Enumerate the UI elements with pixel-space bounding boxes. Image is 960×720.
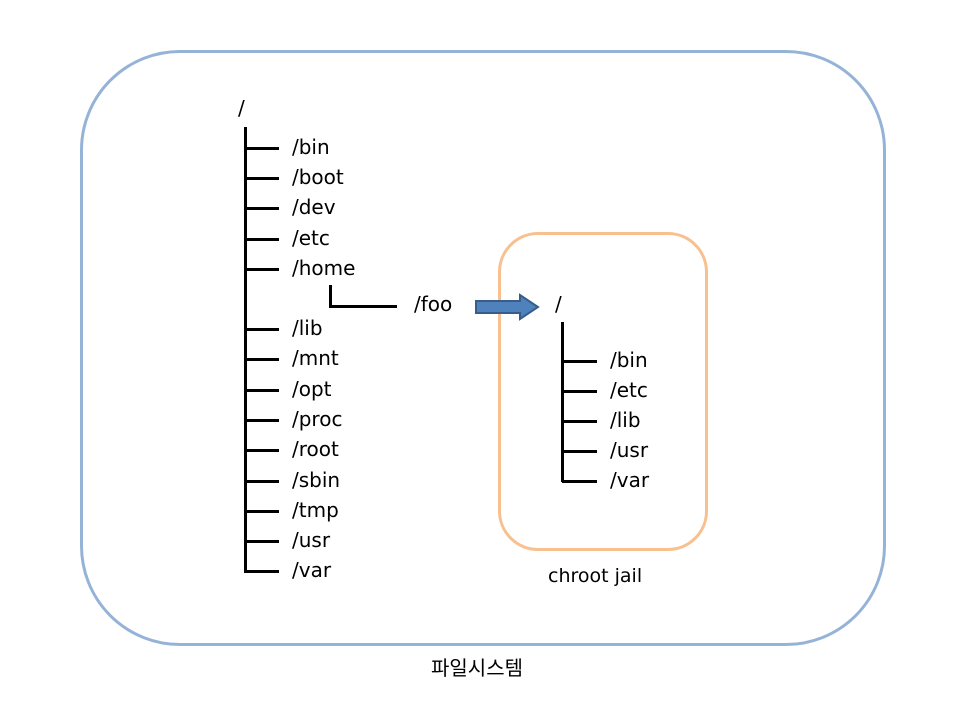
directory-label: /etc	[610, 378, 648, 402]
tree-branch-line	[245, 509, 279, 513]
tree-branch-line	[562, 360, 597, 363]
directory-label: /tmp	[292, 497, 339, 522]
tree-branch-line	[245, 207, 279, 211]
tree-branch-line	[245, 358, 279, 362]
tree-branch-line	[245, 388, 279, 392]
filesystem-label: 파일시스템	[431, 656, 523, 680]
directory-label: /dev	[292, 195, 336, 220]
tree-branch-line	[562, 420, 597, 423]
directory-label: /var	[292, 558, 332, 583]
directory-label: /mnt	[292, 346, 339, 371]
arrow-icon	[475, 293, 540, 321]
directory-label: /root	[292, 437, 339, 462]
directory-label: /boot	[292, 165, 344, 190]
tree-branch-line	[245, 479, 279, 483]
tree-branch-line	[245, 418, 279, 422]
directory-label: /lib	[610, 408, 641, 432]
tree-branch-line	[245, 267, 279, 271]
directory-label: /home	[292, 255, 356, 280]
tree-branch-line	[562, 450, 597, 453]
directory-label: /bin	[292, 135, 330, 159]
directory-label: /opt	[292, 376, 332, 401]
directory-label: /var	[610, 468, 650, 492]
jail-trunk-line	[561, 322, 564, 482]
tree-branch-line	[245, 147, 279, 150]
tree-branch-line	[245, 449, 279, 453]
tree-branch-line	[245, 328, 279, 331]
home-branch-line	[329, 285, 332, 308]
tree-branch-line	[562, 480, 597, 483]
tree-branch-line	[562, 390, 597, 393]
directory-label: /sbin	[292, 467, 341, 492]
home-branch-line	[329, 305, 397, 308]
directory-label: /usr	[610, 438, 649, 462]
chroot-jail-boundary	[498, 232, 708, 551]
jail-root: /	[555, 292, 562, 316]
tree-branch-line	[245, 237, 279, 241]
directory-label: /etc	[292, 225, 330, 250]
filesystem-root: /	[238, 96, 245, 120]
directory-label: /usr	[292, 528, 331, 553]
directory-label: /bin	[610, 348, 648, 372]
directory-label: /lib	[292, 316, 323, 340]
home-foo-dir: /foo	[414, 292, 453, 316]
filesystem-trunk-line	[244, 127, 247, 573]
filesystem-boundary	[80, 50, 886, 646]
tree-branch-line	[245, 540, 279, 544]
directory-label: /proc	[292, 406, 343, 431]
chroot-jail-label: chroot jail	[548, 565, 643, 587]
tree-branch-line	[245, 570, 279, 574]
tree-branch-line	[245, 177, 279, 181]
